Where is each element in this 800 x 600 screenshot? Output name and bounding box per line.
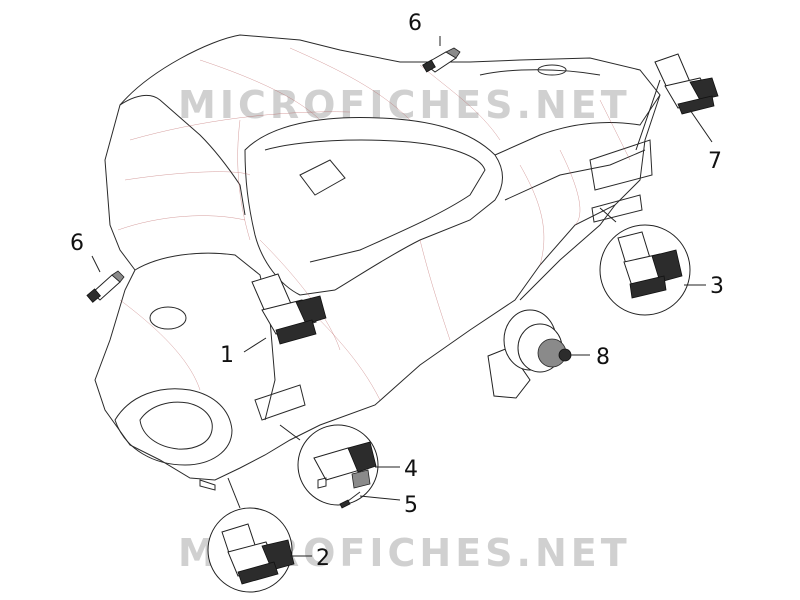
callout-6-left: 6 (70, 231, 84, 256)
leader-3-to-housing (599, 207, 617, 223)
callout-3: 3 (710, 274, 724, 299)
part-8-ignition-lock (487, 309, 572, 399)
watermark-top-text: MICROFICHES.NET (178, 83, 631, 127)
callout-4: 4 (404, 457, 418, 482)
watermark-top: MICROFICHES.NET (178, 83, 631, 127)
part-4-5-switch-group (297, 424, 379, 509)
callout-1: 1 (220, 343, 234, 368)
leader-5 (359, 495, 401, 501)
callout-6-top: 6 (408, 11, 422, 36)
callout-5: 5 (404, 493, 418, 518)
leader-1 (243, 337, 267, 353)
part-2-switch-group (207, 507, 295, 593)
leader-7 (689, 109, 713, 143)
leader-6-left (91, 255, 101, 273)
leader-4-to-housing (279, 424, 301, 441)
callout-8: 8 (596, 345, 610, 370)
leader-2-to-housing (227, 477, 241, 509)
part-1-switch (251, 273, 327, 345)
part-7-switch (654, 53, 719, 115)
callout-2: 2 (316, 546, 330, 571)
part-6-bulb-top (422, 47, 461, 73)
handlebar-cover-housing (94, 34, 661, 491)
leader-7-to-housing (635, 79, 661, 151)
part-6-bulb-left (86, 270, 125, 303)
callout-7: 7 (708, 149, 722, 174)
part-3-switch-group (599, 224, 691, 316)
